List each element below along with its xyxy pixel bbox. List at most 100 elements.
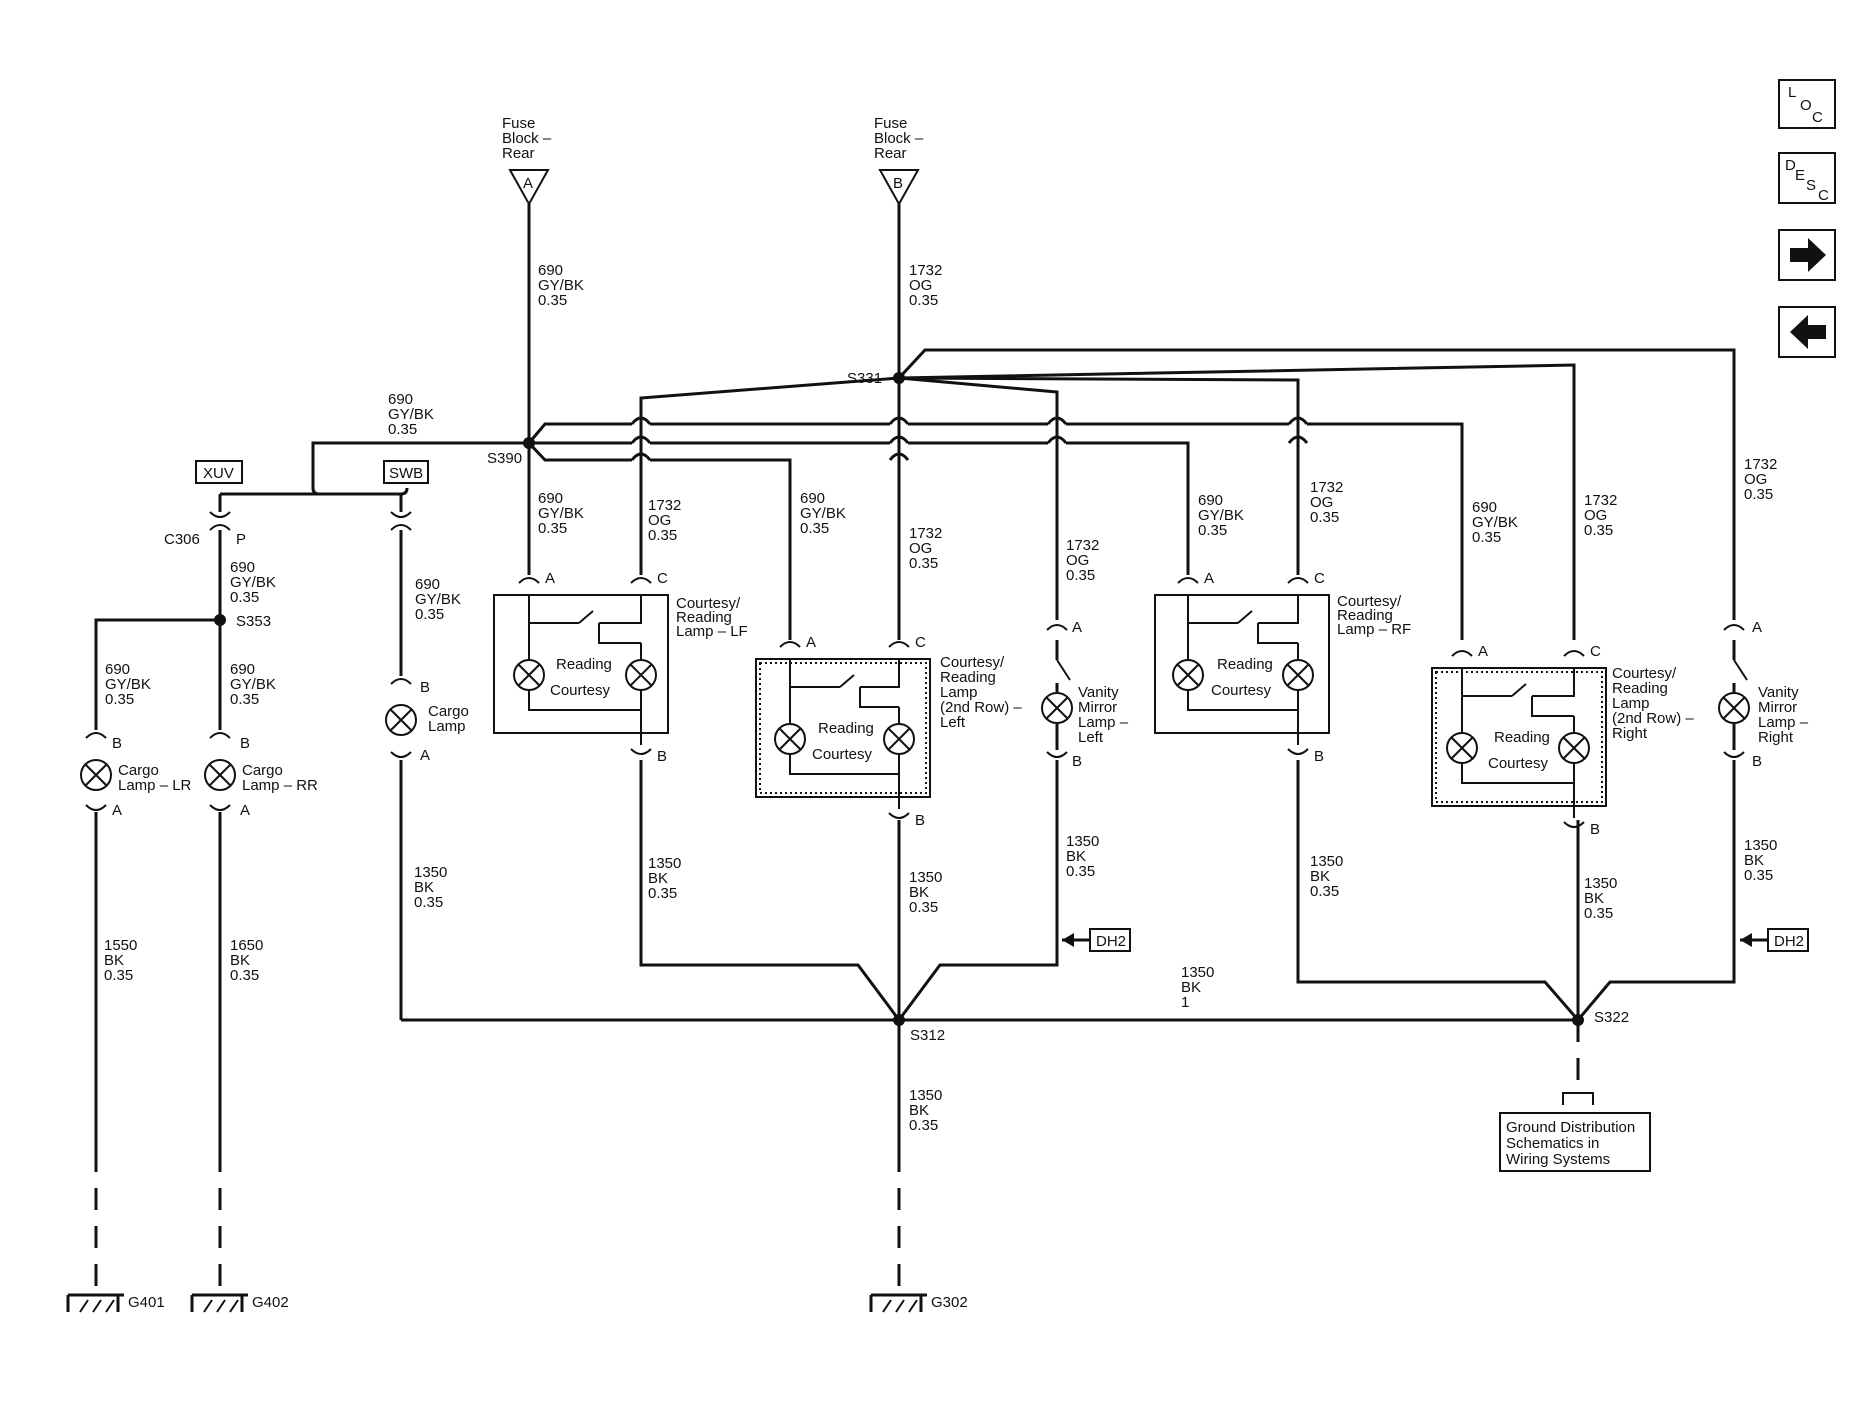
- svg-text:Courtesy/: Courtesy/: [676, 595, 741, 612]
- svg-text:0.35: 0.35: [1744, 867, 1773, 884]
- svg-text:1732: 1732: [1744, 456, 1777, 473]
- fuse-block-rear-b: Fuse Block – Rear B: [874, 115, 924, 207]
- svg-text:1350: 1350: [1181, 964, 1214, 981]
- option-xuv: XUV: [195, 460, 243, 484]
- svg-text:690: 690: [1472, 499, 1497, 516]
- svg-text:OG: OG: [1066, 552, 1089, 569]
- label-lamp-2nd-row-right: Courtesy/ Reading Lamp (2nd Row) – Right: [1612, 665, 1694, 742]
- svg-text:Wiring Systems: Wiring Systems: [1506, 1151, 1610, 1168]
- loc-button[interactable]: L O C: [1778, 79, 1836, 129]
- svg-text:SWB: SWB: [389, 465, 423, 482]
- svg-text:GY/BK: GY/BK: [230, 574, 276, 591]
- reading-label: Reading: [556, 656, 612, 673]
- svg-text:1350: 1350: [414, 864, 447, 881]
- svg-text:1650: 1650: [230, 937, 263, 954]
- courtesy-label: Courtesy: [1211, 682, 1272, 699]
- label-s312: S312: [910, 1027, 945, 1044]
- svg-text:OG: OG: [909, 540, 932, 557]
- svg-text:1350: 1350: [909, 869, 942, 886]
- cargo-lamp-rr: B A Cargo Lamp – RR: [204, 732, 318, 819]
- svg-text:690: 690: [800, 490, 825, 507]
- ground-g401: G401: [66, 1293, 165, 1313]
- fuse-block-rear-a: Fuse Block – Rear A: [502, 115, 552, 207]
- wire-crossings: [630, 380, 1309, 640]
- svg-text:C: C: [1818, 187, 1829, 204]
- svg-text:Lamp: Lamp: [940, 684, 978, 701]
- svg-text:B: B: [420, 679, 430, 696]
- svg-text:0.35: 0.35: [909, 292, 938, 309]
- svg-text:Lamp: Lamp: [428, 718, 466, 735]
- svg-text:Lamp – RF: Lamp – RF: [1337, 621, 1411, 638]
- svg-text:BK: BK: [1310, 868, 1330, 885]
- svg-text:Lamp –: Lamp –: [1078, 714, 1129, 731]
- next-page-button[interactable]: [1778, 229, 1836, 281]
- dh2-ref-left[interactable]: DH2: [1062, 928, 1131, 952]
- svg-text:OG: OG: [1584, 507, 1607, 524]
- svg-text:0.35: 0.35: [1744, 486, 1773, 503]
- courtesy-label: Courtesy: [1488, 755, 1549, 772]
- svg-text:C306: C306: [164, 531, 200, 548]
- svg-text:1732: 1732: [1584, 492, 1617, 509]
- svg-text:Rear: Rear: [502, 145, 535, 162]
- label-s331: S331: [847, 370, 882, 387]
- svg-text:690: 690: [415, 576, 440, 593]
- svg-text:G402: G402: [252, 1294, 289, 1311]
- svg-text:BK: BK: [1584, 890, 1604, 907]
- svg-text:Block –: Block –: [874, 130, 924, 147]
- svg-text:C: C: [1812, 109, 1823, 126]
- svg-text:690: 690: [230, 559, 255, 576]
- svg-text:OG: OG: [648, 512, 671, 529]
- ground-distribution-reference[interactable]: Ground Distribution Schematics in Wiring…: [1499, 1092, 1651, 1172]
- svg-text:Courtesy/: Courtesy/: [1612, 665, 1677, 682]
- svg-text:0.35: 0.35: [538, 292, 567, 309]
- reading-label: Reading: [1217, 656, 1273, 673]
- svg-text:0.35: 0.35: [105, 691, 134, 708]
- svg-text:0.35: 0.35: [1310, 883, 1339, 900]
- svg-text:0.35: 0.35: [1472, 529, 1501, 546]
- svg-text:1732: 1732: [1066, 537, 1099, 554]
- svg-text:E: E: [1795, 167, 1805, 184]
- label-s390: S390: [487, 450, 522, 467]
- desc-button[interactable]: D E S C: [1778, 152, 1836, 204]
- svg-text:690: 690: [538, 490, 563, 507]
- svg-text:A: A: [420, 747, 430, 764]
- svg-text:OG: OG: [1310, 494, 1333, 511]
- svg-text:0.35: 0.35: [909, 555, 938, 572]
- svg-text:DH2: DH2: [1096, 933, 1126, 950]
- vanity-mirror-lamp-right: A B Vanity Mirror Lamp – Right: [1718, 619, 1809, 770]
- svg-text:0.35: 0.35: [230, 691, 259, 708]
- courtesy-label: Courtesy: [812, 746, 873, 763]
- pin-c-label: C: [657, 570, 668, 587]
- svg-text:Lamp: Lamp: [1612, 695, 1650, 712]
- svg-text:Ground Distribution: Ground Distribution: [1506, 1119, 1635, 1136]
- svg-text:0.35: 0.35: [230, 967, 259, 984]
- svg-text:GY/BK: GY/BK: [415, 591, 461, 608]
- svg-text:Lamp – RR: Lamp – RR: [242, 777, 318, 794]
- svg-text:BK: BK: [1066, 848, 1086, 865]
- pin-a-label: A: [806, 634, 816, 651]
- svg-text:0.35: 0.35: [1584, 905, 1613, 922]
- svg-text:690: 690: [388, 391, 413, 408]
- svg-text:Reading: Reading: [1337, 607, 1393, 624]
- dh2-ref-right[interactable]: DH2: [1740, 928, 1809, 952]
- pin-c-label: C: [1314, 570, 1325, 587]
- svg-text:Lamp –: Lamp –: [1758, 714, 1809, 731]
- svg-text:1732: 1732: [909, 525, 942, 542]
- previous-page-button[interactable]: [1778, 306, 1836, 358]
- svg-text:0.35: 0.35: [909, 899, 938, 916]
- pin-b-label: B: [1590, 821, 1600, 838]
